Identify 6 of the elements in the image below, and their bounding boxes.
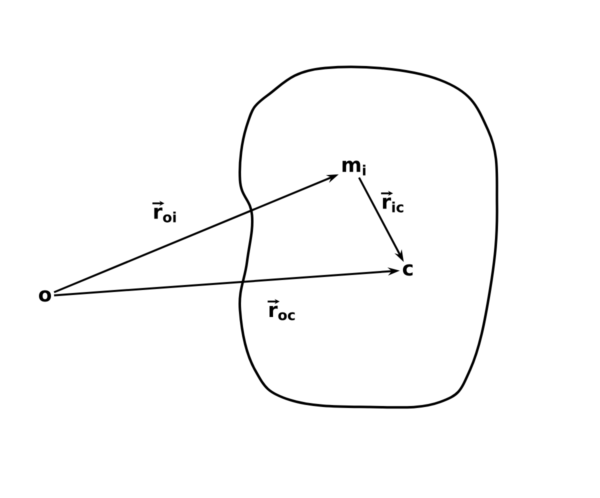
point-label: m$_{i}$ [342, 160, 366, 176]
vector-label: r$_{oc}$ [266, 298, 298, 322]
vector-label: r$_{ic}$ [380, 190, 406, 214]
point-label: o [39, 290, 52, 302]
vector-label: r$_{oi}$ [152, 200, 178, 224]
point-label: c [402, 264, 413, 276]
